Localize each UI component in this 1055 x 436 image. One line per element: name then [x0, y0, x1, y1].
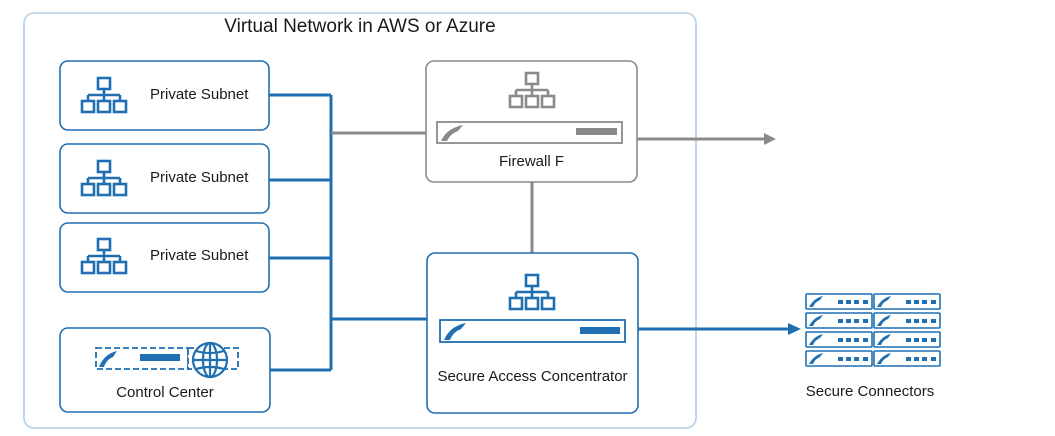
subnet-box-2 [59, 143, 270, 214]
connector-unit [805, 350, 873, 367]
firewall-label: Firewall F [498, 153, 564, 170]
subnet-label: Private Subnet [150, 247, 249, 264]
connector-unit [805, 293, 873, 310]
appliance-icon [439, 319, 626, 343]
secure-connectors-stack [805, 293, 941, 367]
globe-icon [191, 341, 229, 379]
subnet-box-1 [59, 60, 270, 131]
appliance-icon [436, 121, 623, 144]
arrow-icon [764, 133, 776, 145]
concentrator-label: Secure Access Concentrator [437, 368, 628, 385]
subnet-label: Private Subnet [150, 169, 249, 186]
connector-unit [873, 312, 941, 329]
vnet-container [23, 12, 697, 429]
vnet-title: Virtual Network in AWS or Azure [224, 16, 496, 37]
connector-unit [873, 293, 941, 310]
subnet-bus [269, 93, 790, 372]
subnet-label: Private Subnet [150, 86, 249, 103]
arrow-icon [788, 323, 801, 335]
control-center-label: Control Center [116, 384, 214, 401]
control-center-box [59, 327, 271, 413]
connector-unit [805, 312, 873, 329]
connector-unit [873, 350, 941, 367]
concentrator-box [426, 252, 639, 414]
connectors-label: Secure Connectors [805, 383, 935, 400]
connector-unit [805, 331, 873, 348]
subnet-box-3 [59, 222, 270, 293]
firewall-links [331, 131, 765, 253]
connector-unit [873, 331, 941, 348]
firewall-box [425, 60, 638, 183]
